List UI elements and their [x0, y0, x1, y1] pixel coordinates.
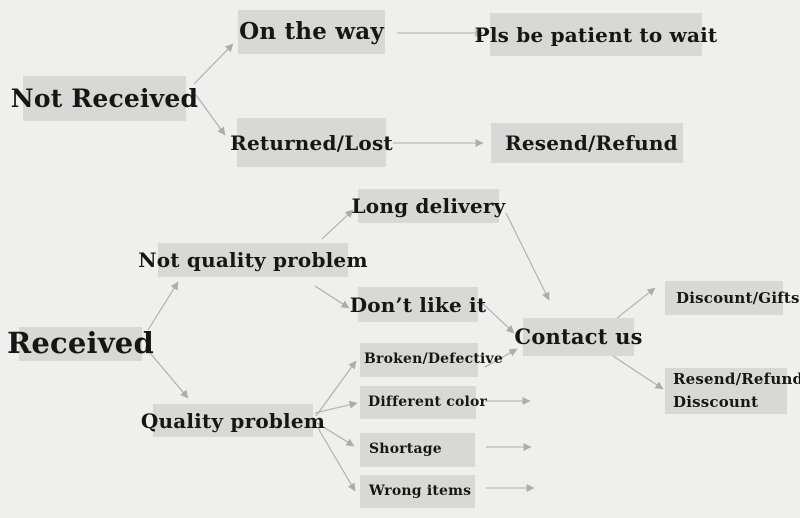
node-shortage: Shortage [360, 433, 475, 467]
edge-long-delivery-to-contact-us [505, 212, 550, 301]
edge-received-to-not-quality-problem [147, 281, 179, 331]
edge-not-received-to-returned-lost [195, 94, 226, 136]
node-broken-defective: Broken/Defective [360, 343, 503, 377]
edge-not-received-to-on-the-way [193, 43, 234, 85]
edge-not-quality-problem-to-dont-like-it [314, 285, 350, 309]
node-discount-gifts: Discount/Gifts [665, 281, 799, 315]
node-resend-refund-disscount: Resend/Refund/Disscount [665, 368, 800, 414]
node-dont-like-it: Don’t like it [350, 287, 486, 322]
node-pls-be-patient: Pls be patient to wait [475, 13, 717, 56]
node-contact-us: Contact us [514, 318, 642, 356]
node-resend-refund: Resend/Refund [491, 123, 683, 163]
node-wrong-items: Wrong items [360, 475, 475, 508]
edge-quality-problem-to-broken-defective [315, 360, 357, 417]
node-quality-problem: Quality problem [141, 404, 325, 437]
edge-quality-problem-to-wrong-items [317, 427, 356, 492]
node-resend-refund-disscount-line-1: Resend/Refund/ [673, 369, 800, 388]
node-not-received: Not Received [11, 76, 198, 121]
edge-contact-us-to-resend-refund-disscount [612, 355, 664, 390]
node-received: Received [7, 326, 154, 361]
node-on-the-way: On the way [238, 10, 385, 54]
edge-contact-us-to-discount-gifts [611, 287, 656, 323]
node-long-delivery: Long delivery [352, 189, 505, 223]
node-resend-refund-disscount-line-2: Disscount [673, 393, 759, 411]
node-returned-lost: Returned/Lost [230, 118, 393, 167]
node-not-quality-problem: Not quality problem [138, 243, 368, 277]
node-different-color: Different color [360, 386, 487, 419]
edge-not-quality-problem-to-long-delivery [321, 209, 354, 240]
